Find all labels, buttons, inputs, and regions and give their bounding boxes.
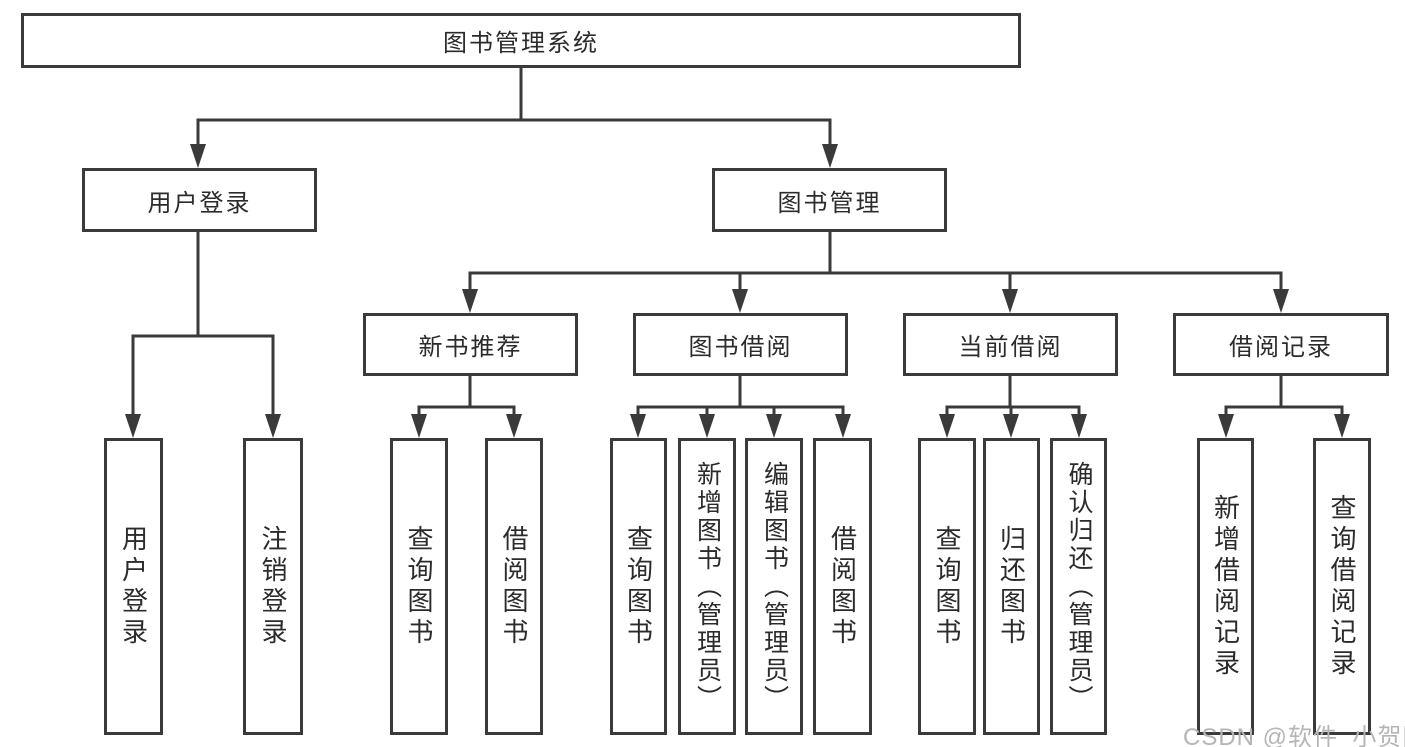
leaf-borrow-books-1: 借阅图书 xyxy=(485,438,543,735)
leaf-query-borrow-record: 查询借阅记录 xyxy=(1313,438,1371,735)
leaf-query-books-1: 查询图书 xyxy=(390,438,448,735)
node-book-borrow: 图书借阅 xyxy=(633,313,848,376)
leaf-return-books: 归还图书 xyxy=(983,438,1040,735)
leaf-add-books-admin: 新增图书（管理员） xyxy=(678,438,736,735)
node-new-book-recommend: 新书推荐 xyxy=(363,313,578,376)
node-borrow-record: 借阅记录 xyxy=(1173,313,1389,376)
leaf-confirm-return-admin: 确认归还（管理员） xyxy=(1050,438,1107,735)
leaf-borrow-books-2: 借阅图书 xyxy=(813,438,872,735)
leaf-query-books-3: 查询图书 xyxy=(918,438,976,735)
leaf-query-books-2: 查询图书 xyxy=(610,438,667,735)
leaf-logout: 注销登录 xyxy=(243,438,303,735)
node-current-borrow: 当前借阅 xyxy=(903,313,1118,376)
leaf-user-login: 用户登录 xyxy=(104,438,163,735)
leaf-add-borrow-record: 新增借阅记录 xyxy=(1197,438,1254,735)
node-user-login: 用户登录 xyxy=(82,168,317,232)
node-book-management: 图书管理 xyxy=(712,168,947,232)
node-library-management-system: 图书管理系统 xyxy=(21,13,1021,68)
leaf-edit-books-admin: 编辑图书（管理员） xyxy=(745,438,803,735)
watermark-text: CSDN @软件_小贺同学 xyxy=(1183,724,1405,747)
